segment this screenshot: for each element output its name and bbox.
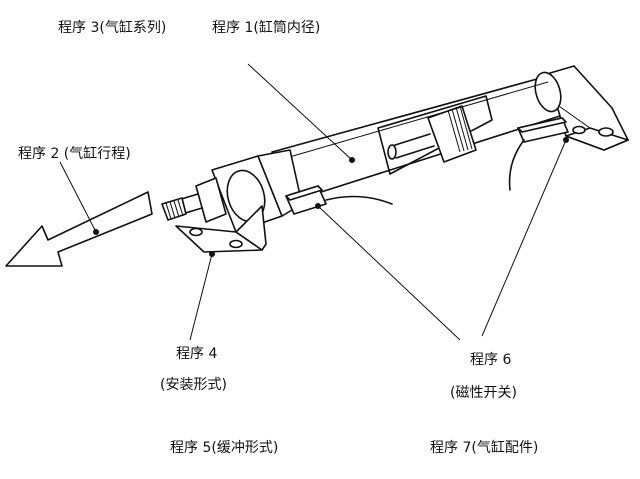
cylinder-barrel [271, 71, 562, 201]
rod-thread [161, 197, 187, 221]
magnetic-switch-rear [508, 117, 569, 191]
label-program-4: 程序 4 [176, 346, 218, 362]
piston-rod-end [161, 177, 227, 223]
magnetic-switch-front [285, 185, 393, 215]
label-program-1: 程序 1(缸筒内径) [212, 20, 321, 36]
label-program-3: 程序 3(气缸系列) [58, 20, 167, 36]
stroke-direction-arrow [5, 191, 153, 267]
label-program-4-sub: (安装形式) [160, 377, 227, 393]
label-program-5: 程序 5(缓冲形式) [170, 440, 279, 456]
front-foot-bracket [175, 205, 267, 253]
label-program-7: 程序 7(气缸配件) [430, 440, 539, 456]
leader-lines [59, 63, 569, 341]
rear-foot-bracket [539, 65, 629, 151]
label-program-6-sub: (磁性开关) [450, 385, 517, 401]
piston [427, 105, 477, 163]
label-program-6: 程序 6 [470, 352, 512, 368]
label-program-2: 程序 2 (气缸行程) [18, 146, 131, 162]
